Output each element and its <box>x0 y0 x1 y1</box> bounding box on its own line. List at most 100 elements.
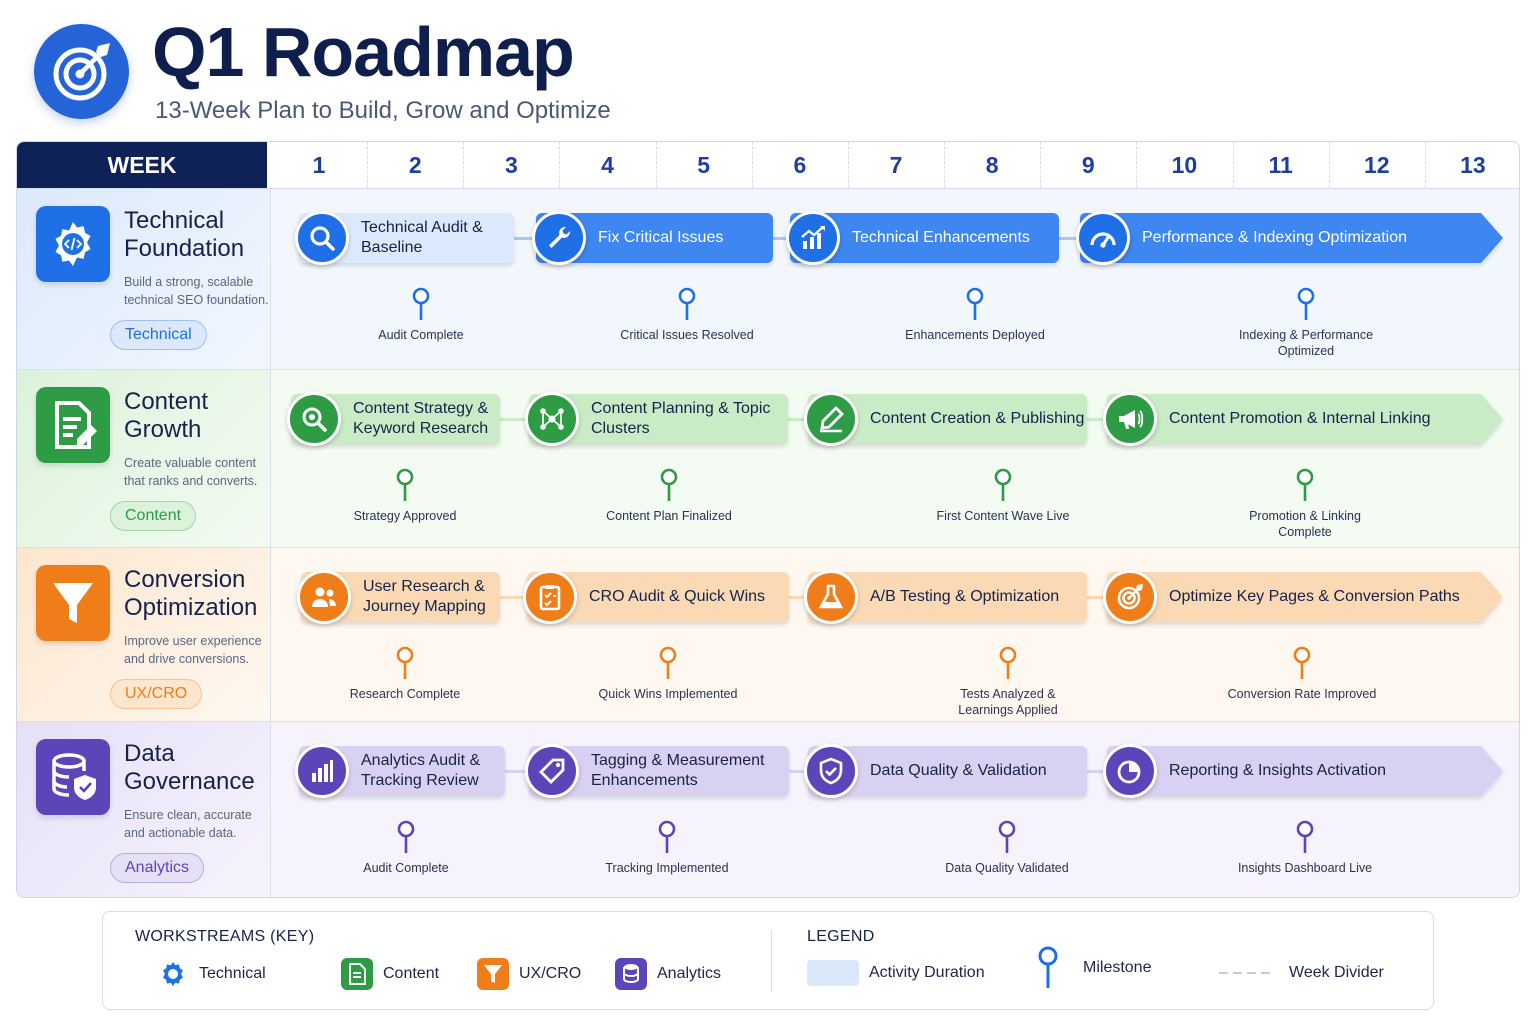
legend-label-milestone: Milestone <box>1083 959 1152 976</box>
milestone-label: Data Quality Validated <box>945 861 1069 875</box>
activity-bar[interactable]: Fix Critical Issues <box>532 211 773 265</box>
milestone[interactable]: Audit Complete <box>331 820 481 876</box>
week-divider <box>559 142 561 188</box>
pin-icon <box>1296 820 1314 853</box>
milestone[interactable]: Audit Complete <box>346 287 496 343</box>
milestone[interactable]: Enhancements Deployed <box>900 287 1050 343</box>
workstream-description: Build a strong, scalable technical SEO f… <box>124 275 269 307</box>
activity-bar[interactable]: Content Planning & Topic Clusters <box>525 392 788 446</box>
magnifier-icon <box>295 211 349 265</box>
key-label-technical: Technical <box>199 965 266 982</box>
workstream-header: Data Governance Ensure clean, accurate a… <box>17 722 271 897</box>
key-item-uxcro: UX/CRO <box>477 958 581 990</box>
activity-bar[interactable]: Technical Enhancements <box>786 211 1059 265</box>
milestone-label: Strategy Approved <box>353 509 457 523</box>
milestone-label: Research Complete <box>349 687 461 701</box>
activity-bar[interactable]: Reporting & Insights Activation <box>1103 744 1503 798</box>
activity-bar[interactable]: Content Strategy & Keyword Research <box>287 392 500 446</box>
milestone[interactable]: Indexing & Performance Optimized <box>1231 287 1381 359</box>
workstream-tag[interactable]: Technical <box>110 320 207 350</box>
bar-arrow-shape <box>1107 572 1503 622</box>
activity-label: Reporting & Insights Activation <box>1169 762 1387 779</box>
pin-icon <box>678 287 696 320</box>
workstream-tag[interactable]: UX/CRO <box>110 679 203 709</box>
activity-bar[interactable]: Optimize Key Pages & Conversion Paths <box>1103 570 1503 624</box>
legend-week-divider: Week Divider <box>1217 960 1384 986</box>
pin-icon <box>1293 646 1311 679</box>
milestone[interactable]: Quick Wins Implemented <box>593 646 743 702</box>
activity-label: Content Planning & Topic Clusters <box>591 400 771 437</box>
milestone-label: Tests Analyzed & Learnings Applied <box>958 687 1058 717</box>
activity-label: Tagging & Measurement Enhancements <box>591 752 765 789</box>
week-number: 5 <box>697 151 711 178</box>
week-header-label: WEEK <box>17 142 267 188</box>
milestone[interactable]: Promotion & Linking Complete <box>1230 468 1380 540</box>
week-divider <box>944 142 946 188</box>
pin-icon <box>999 646 1017 679</box>
activity-bar[interactable]: User Research & Journey Mapping <box>297 570 500 624</box>
target-icon <box>1103 570 1157 624</box>
pin-icon <box>660 468 678 501</box>
bar-connector <box>1059 237 1080 240</box>
milestone-label: Conversion Rate Improved <box>1227 687 1377 701</box>
activity-label: Content Strategy & Keyword Research <box>353 400 489 437</box>
activity-bar[interactable]: Performance & Indexing Optimization <box>1076 211 1503 265</box>
document-pencil-icon <box>36 387 110 463</box>
activity-bar[interactable]: Analytics Audit & Tracking Review <box>295 744 505 798</box>
milestone-label: Tracking Implemented <box>605 861 729 875</box>
milestone[interactable]: Data Quality Validated <box>932 820 1082 876</box>
milestone-label: Audit Complete <box>378 328 464 342</box>
week-number: 2 <box>408 151 422 178</box>
bar-connector <box>505 770 529 773</box>
key-item-content: Content <box>341 958 439 990</box>
bar-arrow-shape <box>1107 394 1503 444</box>
milestone[interactable]: Conversion Rate Improved <box>1227 646 1377 702</box>
workstreams-key-title: WORKSTREAMS (KEY) <box>135 928 315 945</box>
key-item-technical: Technical <box>157 958 266 990</box>
milestone[interactable]: Critical Issues Resolved <box>612 287 762 343</box>
activity-label: Content Creation & Publishing <box>870 410 1085 427</box>
pin-icon <box>966 287 984 320</box>
pin-icon <box>397 820 415 853</box>
search-gear-icon <box>287 392 341 446</box>
target-icon <box>53 43 110 101</box>
funnel-icon <box>36 565 110 641</box>
bar-connector <box>1087 418 1107 421</box>
bar-connector <box>773 237 790 240</box>
key-label-analytics: Analytics <box>657 965 722 982</box>
activity-bar[interactable]: Content Promotion & Internal Linking <box>1103 392 1503 446</box>
workstream-tag[interactable]: Analytics <box>110 853 205 883</box>
activity-bar[interactable]: Content Creation & Publishing <box>804 392 1087 446</box>
header-divider <box>17 188 1519 189</box>
activity-bar[interactable]: CRO Audit & Quick Wins <box>523 570 789 624</box>
workstream-header: Conversion Optimization Improve user exp… <box>17 548 271 722</box>
activity-label: Data Quality & Validation <box>870 762 1047 779</box>
activity-bar[interactable]: Tagging & Measurement Enhancements <box>525 744 789 798</box>
milestone[interactable]: Content Plan Finalized <box>594 468 744 524</box>
milestone-label: Insights Dashboard Live <box>1237 861 1373 875</box>
workstream-tag[interactable]: Content <box>110 501 197 531</box>
workstream-row: Technical Foundation Build a strong, sca… <box>17 189 1519 370</box>
bar-arrow-shape <box>1080 213 1503 263</box>
activity-bar[interactable]: Technical Audit & Baseline <box>295 211 514 265</box>
milestone[interactable]: Tests Analyzed & Learnings Applied <box>933 646 1083 718</box>
workstream-header: Content Growth Create valuable content t… <box>17 370 271 548</box>
milestone[interactable]: Strategy Approved <box>330 468 480 524</box>
key-divider <box>771 930 772 992</box>
row-divider <box>17 721 1519 722</box>
milestone[interactable]: First Content Wave Live <box>928 468 1078 524</box>
database-shield-icon <box>36 739 110 815</box>
checklist-icon <box>523 570 577 624</box>
workstream-title: Data Governance <box>124 740 255 795</box>
pin-icon <box>1038 946 1058 988</box>
pin-icon <box>396 468 414 501</box>
activity-bar[interactable]: A/B Testing & Optimization <box>804 570 1087 624</box>
milestone[interactable]: Tracking Implemented <box>592 820 742 876</box>
activity-bar[interactable]: Data Quality & Validation <box>804 744 1087 798</box>
milestone[interactable]: Insights Dashboard Live <box>1230 820 1380 876</box>
milestone[interactable]: Research Complete <box>330 646 480 702</box>
week-divider <box>1136 142 1138 188</box>
week-divider <box>1232 142 1234 188</box>
week-divider <box>1328 142 1330 188</box>
workstream-description: Create valuable content that ranks and c… <box>124 456 258 488</box>
